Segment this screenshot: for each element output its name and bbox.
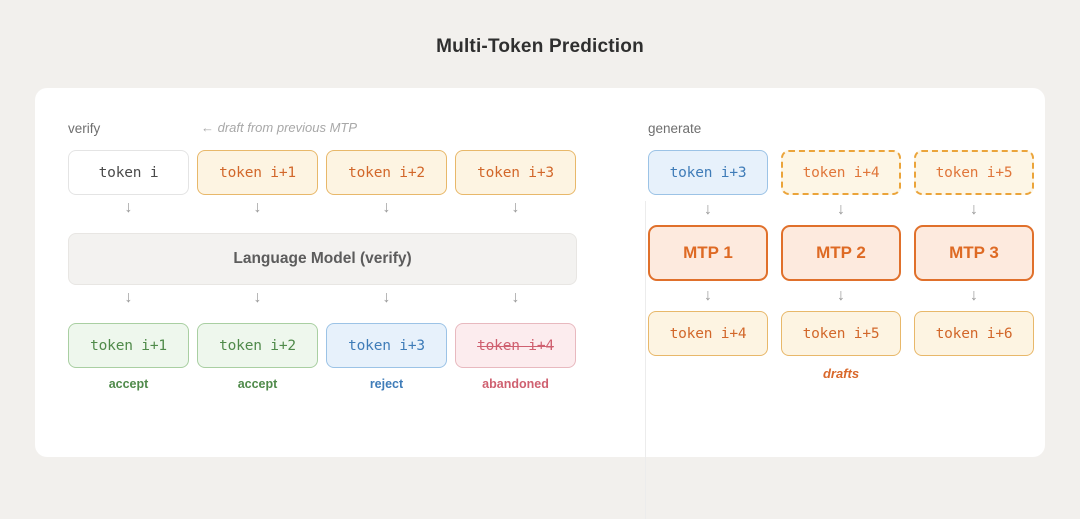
- mtp-head-row: MTP 1 MTP 2 MTP 3: [648, 225, 1045, 281]
- arrow-cell: ↓: [197, 199, 318, 225]
- language-model-box[interactable]: Language Model (verify): [68, 233, 577, 285]
- down-arrow-icon: ↓: [704, 287, 712, 304]
- down-arrow-icon: ↓: [837, 287, 845, 304]
- verify-panel-label: verify: [68, 121, 101, 136]
- arrow-cell: ↓: [914, 287, 1034, 309]
- arrow-cell: ↓: [326, 289, 447, 315]
- down-arrow-icon: ↓: [253, 289, 262, 306]
- token-box-gen-output-1[interactable]: token i+5: [781, 311, 901, 356]
- generate-header: generate: [648, 120, 1045, 142]
- verify-arrows-from-model: ↓ ↓ ↓ ↓: [68, 289, 610, 315]
- generate-arrows-to-mtp: ↓ ↓ ↓: [648, 201, 1045, 223]
- token-box-output-1[interactable]: token i+2: [197, 323, 318, 368]
- arrow-cell: ↓: [455, 199, 576, 225]
- mtp-head-3[interactable]: MTP 3: [914, 225, 1034, 281]
- arrow-cell: ↓: [455, 289, 576, 315]
- status-badge-accept-0: accept: [108, 377, 149, 391]
- status-badge-accept-1: accept: [237, 377, 278, 391]
- down-arrow-icon: ↓: [124, 289, 133, 306]
- arrow-cell: ↓: [781, 287, 901, 309]
- arrow-cell: ↓: [781, 201, 901, 223]
- down-arrow-icon: ↓: [382, 199, 391, 216]
- down-arrow-icon: ↓: [511, 199, 520, 216]
- mtp-head-1[interactable]: MTP 1: [648, 225, 768, 281]
- token-box-gen-input-1[interactable]: token i+4: [781, 150, 901, 195]
- token-box-gen-output-0[interactable]: token i+4: [648, 311, 768, 356]
- down-arrow-icon: ↓: [382, 289, 391, 306]
- token-box-input-1[interactable]: token i+1: [197, 150, 318, 195]
- token-box-gen-input-0[interactable]: token i+3: [648, 150, 768, 195]
- diagram-page: Multi-Token Prediction verify ← draft fr…: [35, 36, 1045, 519]
- down-arrow-icon: ↓: [970, 287, 978, 304]
- arrow-cell: ↓: [197, 289, 318, 315]
- token-box-input-0[interactable]: token i: [68, 150, 189, 195]
- generate-panel: generate token i+3 token i+4 token i+5 ↓…: [610, 88, 1045, 457]
- down-arrow-icon: ↓: [837, 201, 845, 218]
- verify-output-token-row: token i+1 token i+2 token i+3 token i+4: [68, 323, 610, 368]
- verify-status-row: accept accept reject abandoned: [68, 377, 610, 391]
- status-badge-abandoned: abandoned: [482, 377, 549, 391]
- token-box-input-2[interactable]: token i+2: [326, 150, 447, 195]
- verify-input-token-row: token i token i+1 token i+2 token i+3: [68, 150, 610, 195]
- arrow-cell: ↓: [648, 287, 768, 309]
- drafts-label: drafts: [822, 366, 860, 381]
- generate-input-token-row: token i+3 token i+4 token i+5: [648, 150, 1045, 195]
- generate-panel-label: generate: [648, 121, 702, 136]
- arrow-cell: ↓: [914, 201, 1034, 223]
- arrow-cell: ↓: [68, 289, 189, 315]
- verify-arrows-to-model: ↓ ↓ ↓ ↓: [68, 199, 610, 225]
- verify-header: verify ← draft from previous MTP: [68, 120, 610, 142]
- status-badge-reject: reject: [369, 377, 404, 391]
- token-box-gen-output-2[interactable]: token i+6: [914, 311, 1034, 356]
- down-arrow-icon: ↓: [253, 199, 262, 216]
- arrow-cell: ↓: [68, 199, 189, 225]
- down-arrow-icon: ↓: [511, 289, 520, 306]
- token-box-output-2[interactable]: token i+3: [326, 323, 447, 368]
- down-arrow-icon: ↓: [704, 201, 712, 218]
- arrow-cell: ↓: [648, 201, 768, 223]
- page-title: Multi-Token Prediction: [436, 36, 644, 57]
- mtp-head-2[interactable]: MTP 2: [781, 225, 901, 281]
- token-box-input-3[interactable]: token i+3: [455, 150, 576, 195]
- arrow-cell: ↓: [326, 199, 447, 225]
- token-box-output-3[interactable]: token i+4: [455, 323, 576, 368]
- verify-panel: verify ← draft from previous MTP token i…: [35, 88, 610, 457]
- down-arrow-icon: ↓: [970, 201, 978, 218]
- token-box-output-0[interactable]: token i+1: [68, 323, 189, 368]
- generate-arrows-from-mtp: ↓ ↓ ↓: [648, 287, 1045, 309]
- panel-divider: [645, 201, 646, 519]
- diagram-card: verify ← draft from previous MTP token i…: [35, 88, 1045, 519]
- draft-source-annotation: ← draft from previous MTP: [201, 120, 358, 135]
- token-box-gen-input-2[interactable]: token i+5: [914, 150, 1034, 195]
- generate-output-token-row: token i+4 token i+5 token i+6: [648, 311, 1045, 356]
- down-arrow-icon: ↓: [124, 199, 133, 216]
